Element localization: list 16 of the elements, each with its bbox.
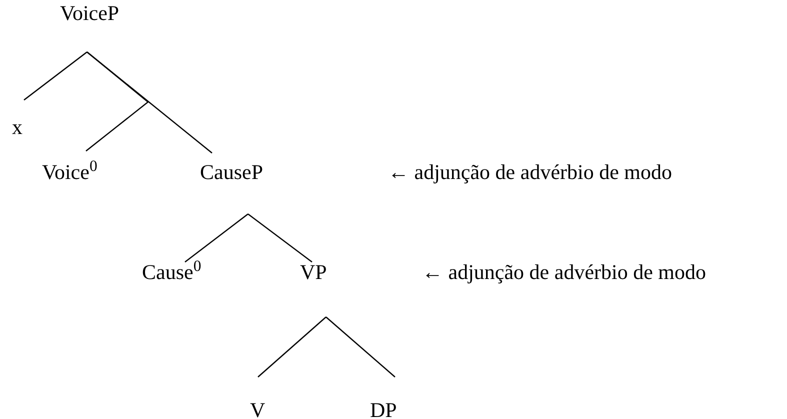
node-label: Cause$^{0}$ — [142, 260, 202, 284]
tree-branch — [184, 214, 248, 262]
node-label: VoiceP — [60, 1, 120, 25]
tree-branch — [258, 316, 326, 378]
node-label: DP — [370, 398, 397, 419]
annotation-text: ← adjunção de advérbio de modo — [422, 260, 706, 284]
node-label: Voice$^{0}$ — [42, 160, 98, 184]
node-label: x — [12, 115, 22, 139]
node-label: CauseP — [200, 160, 263, 184]
tree-branch — [24, 52, 88, 100]
tree-branch — [86, 52, 212, 154]
tree-branch — [326, 316, 396, 378]
node-label: V — [250, 398, 266, 419]
tree-branch — [248, 214, 312, 262]
annotation-text: ← adjunção de advérbio de modo — [388, 160, 672, 184]
node-label: VP — [300, 260, 327, 284]
